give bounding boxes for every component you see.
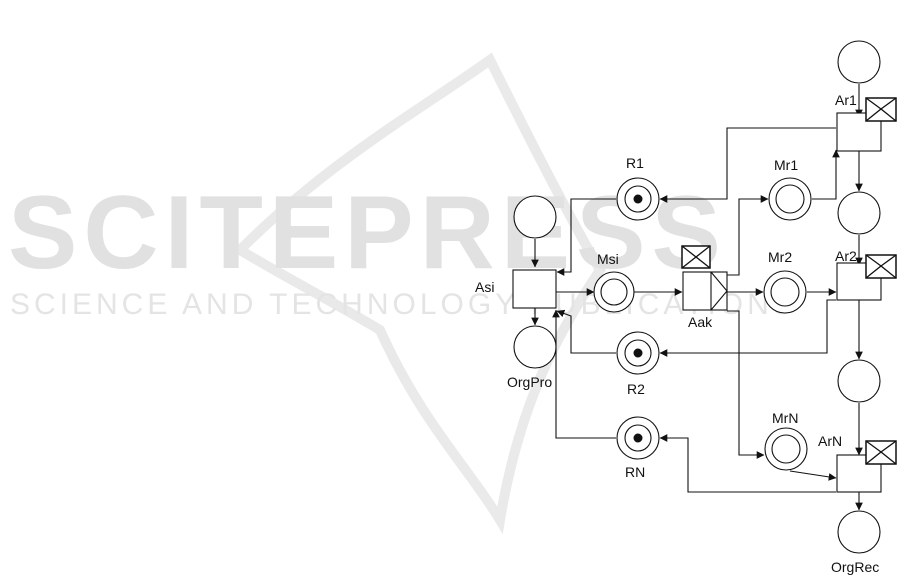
place-r2 — [617, 332, 659, 374]
label-arn: ArN — [818, 433, 842, 449]
token-dot-icon — [634, 434, 643, 443]
arc-mrn-arn — [790, 471, 836, 478]
place-top-right — [838, 41, 880, 83]
envelope-icon — [866, 441, 896, 464]
token-dot-icon — [634, 349, 643, 358]
place-mr2 — [764, 271, 806, 313]
envelope-icon — [866, 98, 896, 121]
place-mrn — [765, 428, 807, 470]
label-r1: R1 — [626, 155, 644, 171]
watermark: SCITEPRESS SCIENCE AND TECHNOLOGY PUBLIC… — [8, 60, 797, 520]
place-msi — [594, 272, 634, 312]
place-mid-right — [838, 192, 880, 234]
label-ar2: Ar2 — [835, 248, 857, 264]
envelope-icon — [866, 255, 896, 278]
transition-asi — [513, 270, 556, 308]
place-rn — [617, 417, 659, 459]
label-msi: Msi — [597, 251, 619, 267]
arc-mr1-ar1 — [812, 150, 836, 199]
arc-arn-rn — [660, 438, 836, 492]
place-asi-input — [514, 196, 556, 238]
place-low-right — [838, 360, 880, 402]
label-asi: Asi — [475, 279, 494, 295]
place-mr1 — [769, 178, 811, 220]
label-aak: Aak — [688, 314, 713, 330]
token-dot-icon — [634, 195, 643, 204]
envelope-icon — [682, 246, 710, 268]
arc-aak-mr1 — [727, 199, 768, 275]
label-orgrec: OrgRec — [831, 559, 879, 575]
place-orgrec — [838, 511, 880, 553]
label-ar1: Ar1 — [835, 92, 857, 108]
place-r1 — [617, 178, 659, 220]
label-mr2: Mr2 — [768, 249, 792, 265]
label-orgpro: OrgPro — [507, 374, 552, 390]
arc-aak-mrn — [727, 311, 764, 455]
label-rn: RN — [625, 464, 645, 480]
transition-aak — [683, 272, 727, 310]
label-r2: R2 — [627, 381, 645, 397]
label-mr1: Mr1 — [774, 157, 798, 173]
place-orgpro — [514, 326, 556, 368]
watermark-subtitle: SCIENCE AND TECHNOLOGY PUBLICATIONS — [10, 288, 797, 321]
label-mrn: MrN — [772, 410, 798, 426]
